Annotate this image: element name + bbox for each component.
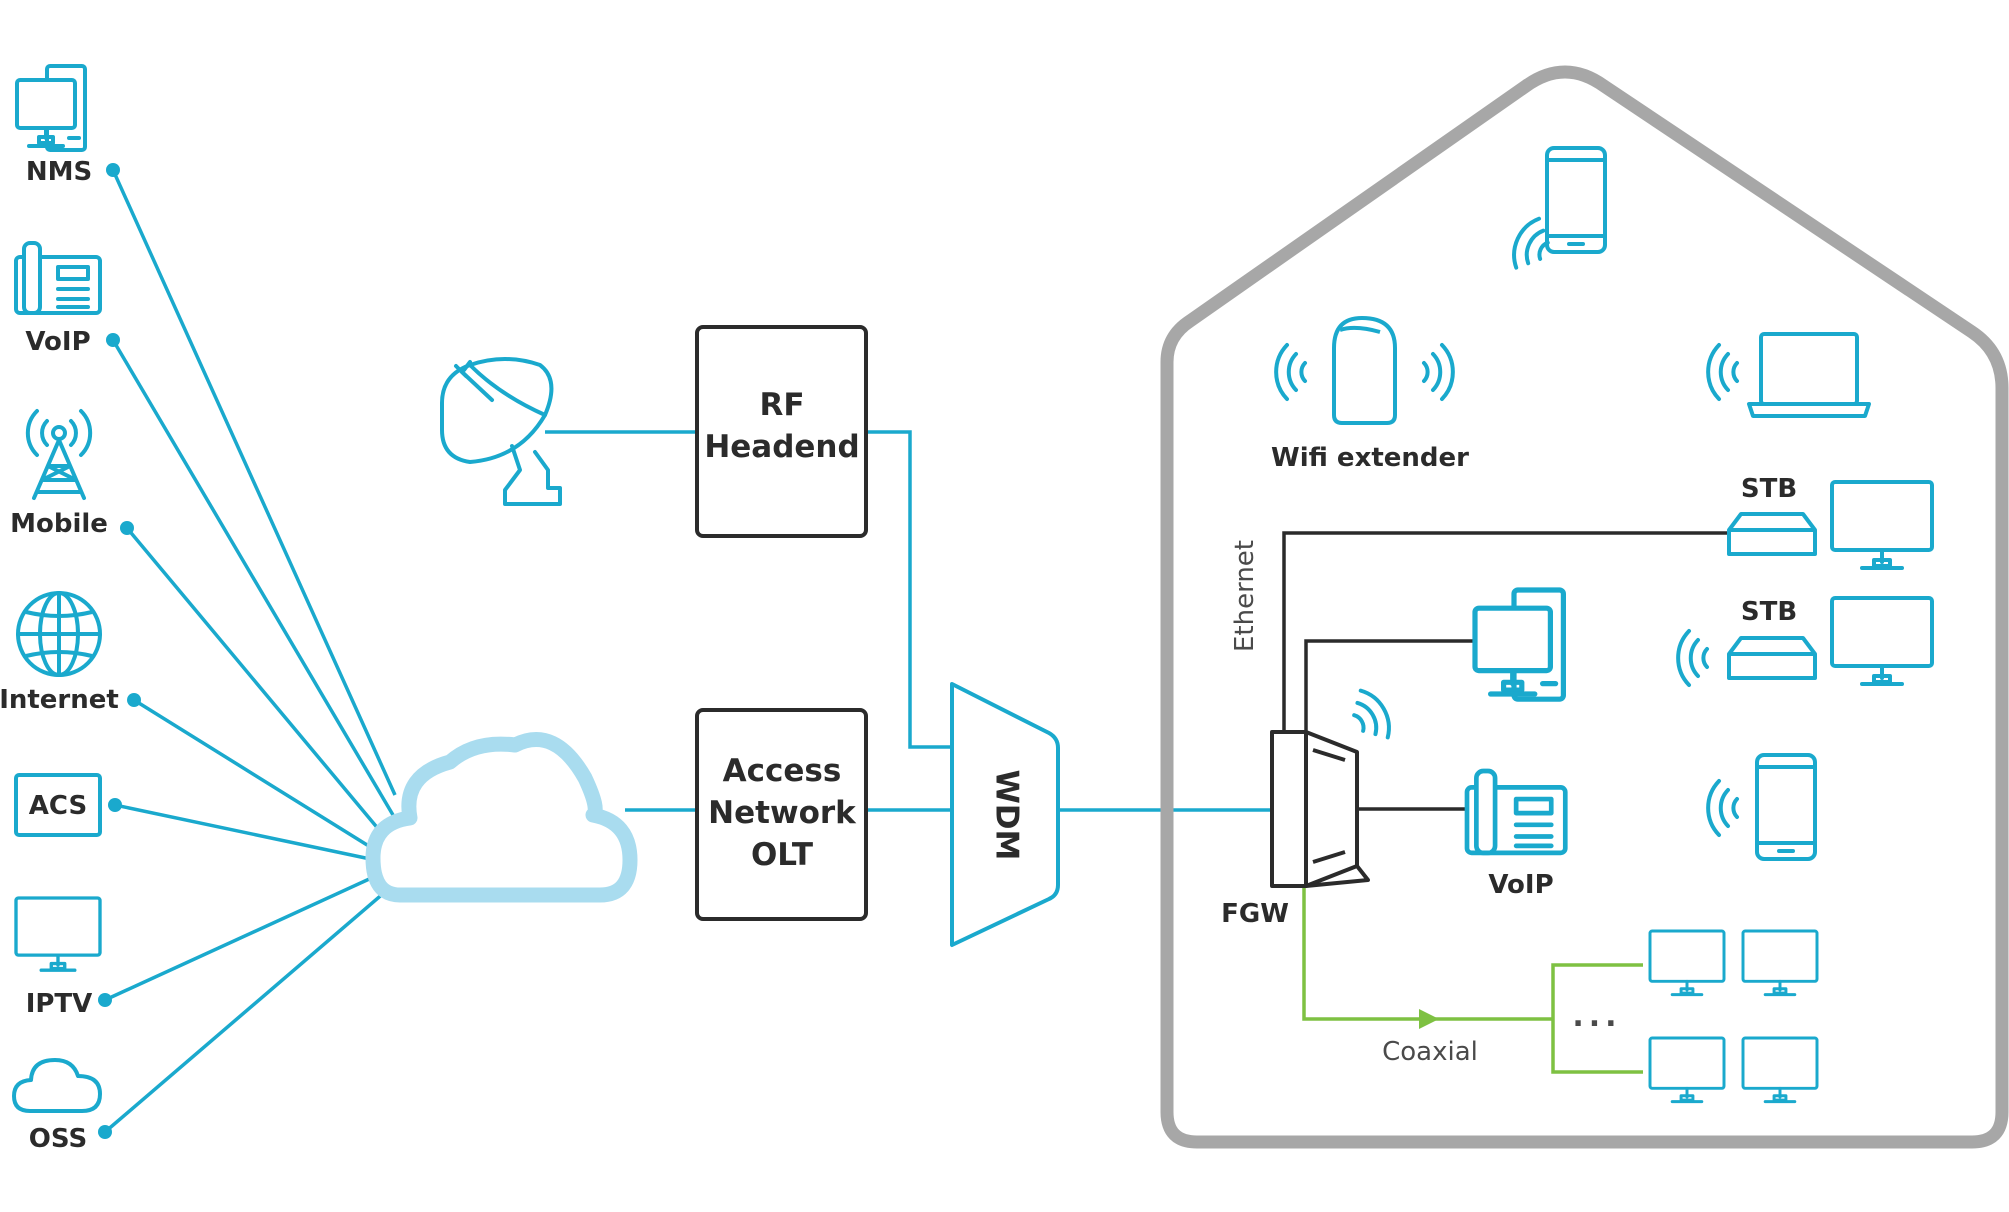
rf-headend-label-line1: RF bbox=[759, 387, 804, 423]
coax-tv-icon bbox=[1648, 1036, 1726, 1104]
coax-tv-icon bbox=[1741, 929, 1819, 997]
acs-label: ACS bbox=[29, 791, 87, 821]
olt-label-line1: Access bbox=[723, 753, 842, 789]
phone-icon-top bbox=[1504, 146, 1607, 278]
home-ethernet-links bbox=[1282, 531, 1729, 811]
stb-2-label: STB bbox=[1741, 597, 1797, 627]
wdm-block bbox=[950, 682, 1060, 947]
ellipsis-label: ... bbox=[1572, 999, 1621, 1034]
ethernet-label: Ethernet bbox=[1230, 540, 1260, 652]
service-links bbox=[103, 169, 397, 1134]
home-outline bbox=[1160, 65, 2009, 1149]
nms-label: NMS bbox=[26, 157, 92, 187]
stb-2-icon bbox=[1676, 629, 1817, 687]
olt-label-line2: Network bbox=[708, 795, 857, 831]
coaxial-arrow-icon bbox=[1419, 1009, 1439, 1029]
cell-tower-icon bbox=[25, 409, 93, 500]
mobile-label: Mobile bbox=[10, 509, 108, 539]
wdm-label: WDM bbox=[989, 770, 1025, 861]
oss-label: OSS bbox=[29, 1124, 87, 1154]
acs-box bbox=[14, 773, 102, 837]
coax-tv-icon bbox=[1741, 1036, 1819, 1104]
internet-label: Internet bbox=[0, 685, 119, 715]
rf-headend-label-line2: Headend bbox=[704, 429, 859, 465]
voip-home-label: VoIP bbox=[1488, 870, 1553, 900]
tv-1-icon bbox=[1830, 480, 1934, 570]
coax-tv-icon bbox=[1648, 929, 1726, 997]
olt-box bbox=[695, 708, 868, 921]
tv-2-icon bbox=[1830, 596, 1934, 686]
iptv-monitor-icon bbox=[14, 896, 102, 972]
computer-icon-home bbox=[1475, 590, 1563, 699]
fgw-label: FGW bbox=[1221, 899, 1289, 929]
network-cloud-icon bbox=[365, 732, 638, 903]
coaxial-label: Coaxial bbox=[1382, 1037, 1478, 1067]
service-link-dots bbox=[98, 163, 141, 1139]
globe-icon bbox=[16, 591, 102, 677]
nms-computer-icon bbox=[15, 64, 87, 152]
tablet-icon bbox=[1706, 753, 1817, 861]
coaxial-links bbox=[1302, 888, 1643, 1074]
voip-service-label: VoIP bbox=[25, 327, 90, 357]
stb-1-icon bbox=[1727, 512, 1817, 556]
iptv-label: IPTV bbox=[26, 989, 93, 1019]
stb-1-label: STB bbox=[1741, 474, 1797, 504]
wifi-extender-icon bbox=[1274, 315, 1455, 425]
laptop-icon bbox=[1706, 332, 1871, 418]
olt-label-line3: OLT bbox=[751, 837, 813, 873]
satellite-dish-icon bbox=[440, 357, 562, 506]
voip-desk-phone-icon bbox=[14, 241, 102, 315]
rf-headend-box bbox=[695, 325, 868, 538]
wifi-extender-label: Wifi extender bbox=[1271, 443, 1469, 473]
voip-home-phone-icon bbox=[1467, 771, 1565, 853]
fgw-gateway-icon bbox=[1270, 683, 1400, 888]
oss-cloud-icon bbox=[12, 1058, 102, 1113]
